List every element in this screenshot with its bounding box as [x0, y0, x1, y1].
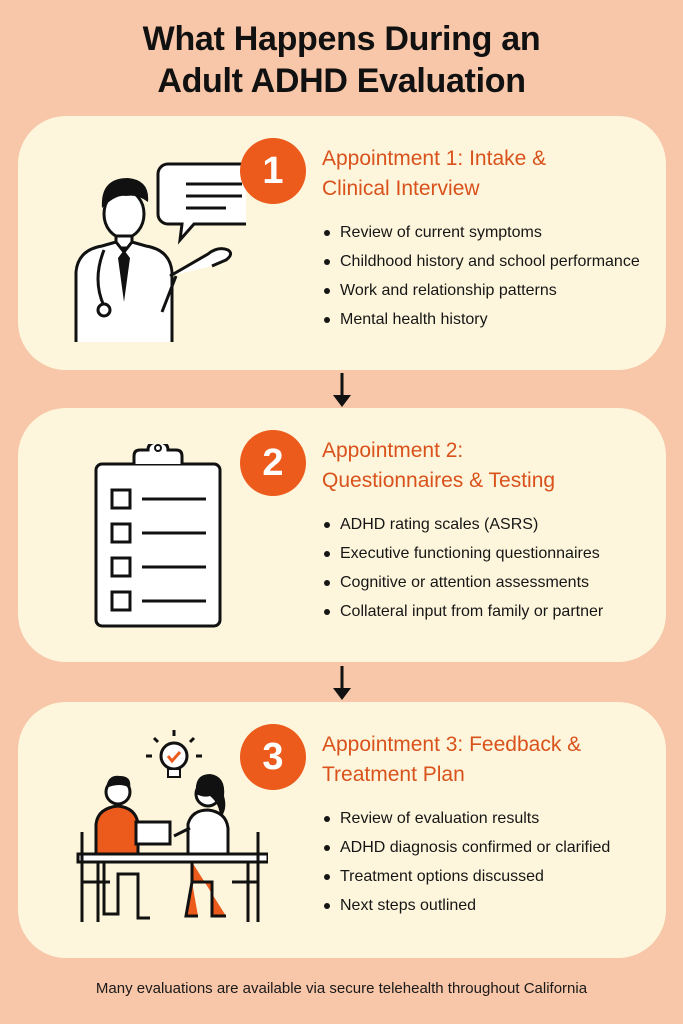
two-people-meeting-lightbulb-icon — [76, 730, 268, 922]
step-bullet-list: Review of evaluation results ADHD diagno… — [320, 804, 666, 920]
list-item: ADHD diagnosis confirmed or clarified — [320, 833, 666, 862]
step-number-badge: 3 — [240, 724, 306, 790]
footer-note: Many evaluations are available via secur… — [95, 980, 588, 997]
list-item: Treatment options discussed — [320, 862, 666, 891]
lightbulb-icon — [146, 730, 202, 778]
page-title: What Happens During an Adult ADHD Evalua… — [0, 18, 683, 102]
step-number-badge: 1 — [240, 138, 306, 204]
step-bullet-list: ADHD rating scales (ASRS) Executive func… — [320, 510, 666, 626]
down-arrow-icon — [333, 666, 351, 700]
list-item: Cognitive or attention assessments — [320, 568, 666, 597]
step-heading: Appointment 1: Intake & Clinical Intervi… — [322, 144, 662, 204]
list-item: Collateral input from family or partner — [320, 597, 666, 626]
step-card-3: 3 Appointment 3: Feedback & Treatment Pl… — [18, 702, 666, 958]
list-item: Childhood history and school performance — [320, 247, 666, 276]
list-item: Work and relationship patterns — [320, 276, 666, 305]
step-heading-line-1: Appointment 2: — [322, 439, 464, 462]
step-card-1: 1 Appointment 1: Intake & Clinical Inter… — [18, 116, 666, 370]
list-item: Mental health history — [320, 305, 666, 334]
step-heading: Appointment 3: Feedback & Treatment Plan — [322, 730, 662, 790]
list-item: Executive functioning questionnaires — [320, 539, 666, 568]
list-item: Review of evaluation results — [320, 804, 666, 833]
list-item: Review of current symptoms — [320, 218, 666, 247]
step-heading-line-1: Appointment 1: Intake & — [322, 147, 547, 170]
step-heading-line-2: Questionnaires & Testing — [322, 469, 556, 492]
step-heading-line-2: Treatment Plan — [322, 763, 465, 786]
down-arrow-icon — [333, 373, 351, 407]
step-heading: Appointment 2: Questionnaires & Testing — [322, 436, 662, 496]
title-line-2: Adult ADHD Evaluation — [157, 62, 526, 100]
list-item: ADHD rating scales (ASRS) — [320, 510, 666, 539]
clipboard-checklist-icon — [94, 444, 222, 628]
step-card-2: 2 Appointment 2: Questionnaires & Testin… — [18, 408, 666, 662]
title-line-1: What Happens During an — [142, 20, 541, 58]
step-heading-line-2: Clinical Interview — [322, 177, 480, 200]
step-bullet-list: Review of current symptoms Childhood his… — [320, 218, 666, 334]
step-number-badge: 2 — [240, 430, 306, 496]
doctor-speech-bubble-icon — [74, 162, 246, 342]
list-item: Next steps outlined — [320, 891, 666, 920]
step-heading-line-1: Appointment 3: Feedback & — [322, 733, 582, 756]
